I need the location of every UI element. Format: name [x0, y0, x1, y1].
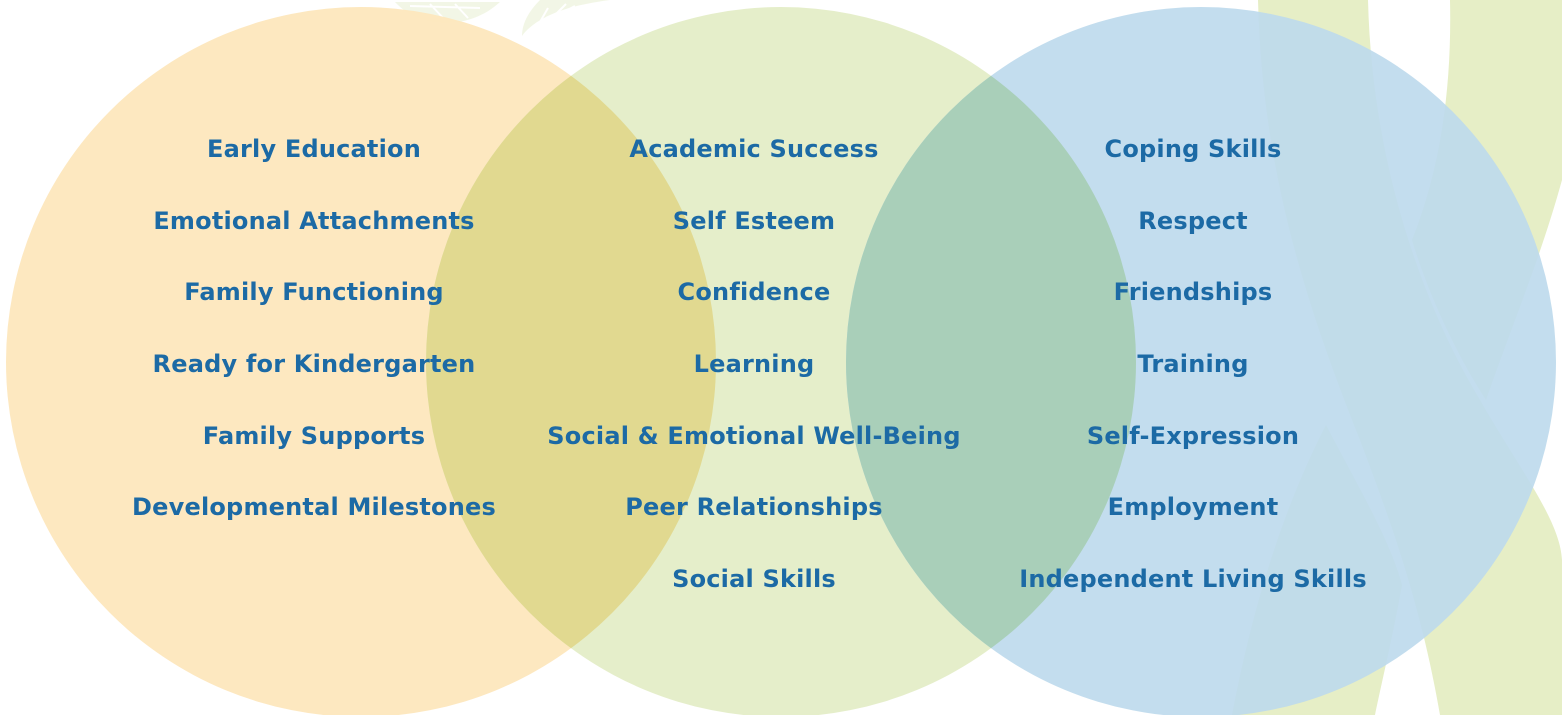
right-circle-list: Coping Skills Respect Friendships Traini…: [1019, 127, 1367, 629]
middle-circle-list: Academic Success Self Esteem Confidence …: [547, 127, 960, 629]
left-item: Family Functioning: [184, 278, 444, 307]
right-item: Self-Expression: [1086, 421, 1300, 450]
leaf-icon: [522, 0, 610, 36]
left-item: Family Supports: [202, 421, 426, 450]
middle-item: Confidence: [677, 278, 831, 307]
right-item: Employment: [1107, 493, 1279, 522]
right-item: Friendships: [1113, 278, 1273, 307]
overlap-middle-right: [846, 7, 1136, 715]
overlap-left-middle: [426, 7, 716, 715]
middle-item: Self Esteem: [672, 206, 836, 235]
middle-item: Social Skills: [672, 565, 836, 594]
left-circle-list: Early Education Emotional Attachments Fa…: [132, 127, 496, 557]
left-item: Ready for Kindergarten: [152, 350, 476, 379]
middle-item: Social & Emotional Well-Being: [547, 421, 961, 450]
middle-item: Academic Success: [629, 135, 879, 163]
middle-item: Learning: [693, 350, 815, 379]
middle-item: Peer Relationships: [625, 493, 883, 522]
right-item: Coping Skills: [1104, 135, 1282, 163]
right-item: Independent Living Skills: [1019, 565, 1367, 594]
left-item: Emotional Attachments: [153, 206, 475, 235]
right-item: Respect: [1138, 206, 1248, 235]
left-item: Early Education: [206, 135, 422, 163]
right-item: Training: [1137, 350, 1249, 379]
left-item: Developmental Milestones: [132, 493, 496, 522]
